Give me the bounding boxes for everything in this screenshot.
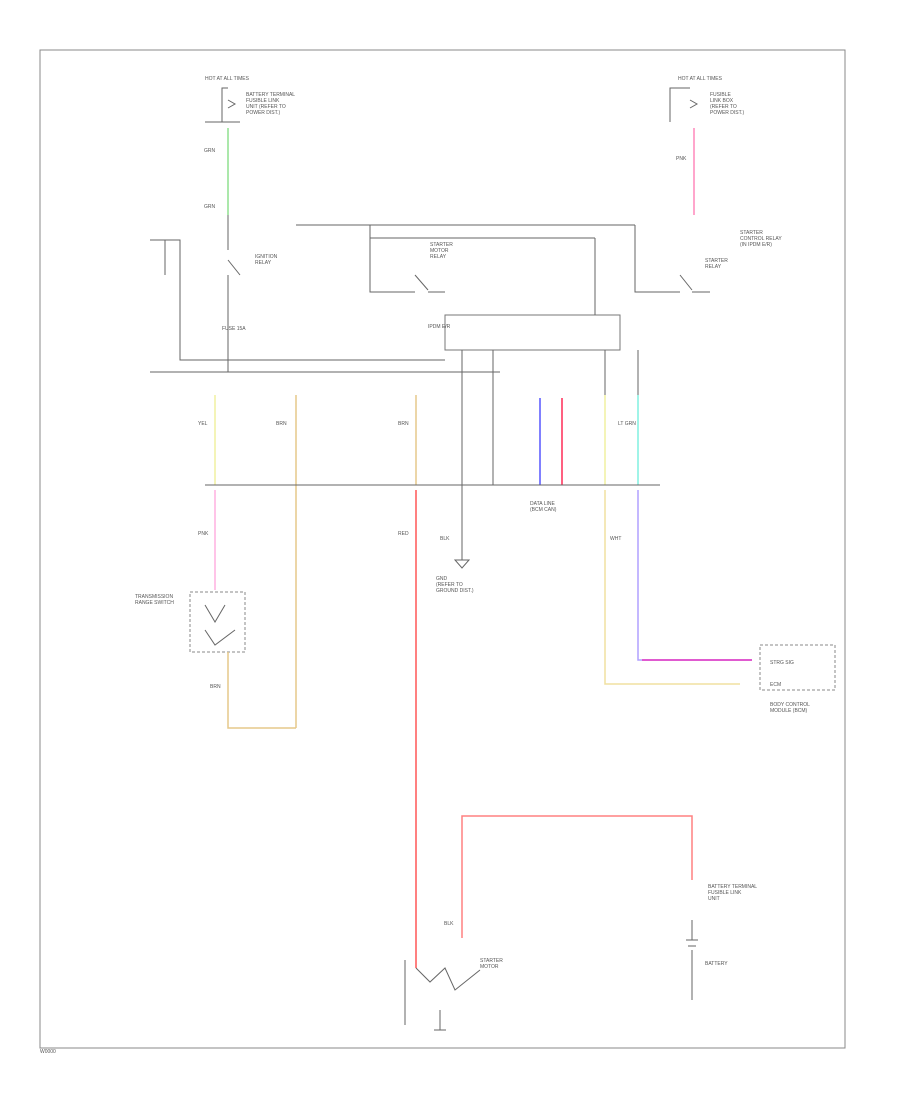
diagram-frame (39, 49, 846, 1049)
wire-label-pnk-tr: PNK (676, 156, 687, 162)
wire-tan-loop (227, 652, 296, 729)
strg-signal-label: STRG SIG (770, 660, 794, 666)
footer-code: W0000 (40, 1049, 56, 1055)
battery-label: BATTERY (705, 961, 728, 967)
wire-label-brn-loop: BRN (210, 684, 221, 690)
wire-label-wht-right: WHT (610, 536, 621, 542)
ipdm-label: IPDM E/R (428, 324, 451, 330)
data-link-label: DATA LINE(BCM CAN) (530, 501, 557, 513)
ecm-label: ECM (770, 682, 781, 688)
fuse-label-mid: FUSE 15A (222, 326, 246, 332)
wire-label-grn-1: GRN (204, 148, 216, 154)
wire-yellow-to-bcm (604, 490, 740, 685)
wire-label-lg-right: LT GRN (618, 421, 636, 427)
wire-label-blk-center: BLK (440, 536, 450, 542)
wire-label-blk-starter: BLK (444, 921, 454, 927)
wire-label-grn-2: GRN (204, 204, 216, 210)
wire-label-brn-center: BRN (398, 421, 409, 427)
wire-label-brn-left: BRN (276, 421, 287, 427)
wire-label-pnk-lower: PNK (198, 531, 209, 537)
wire-violet-to-bcm (637, 490, 750, 661)
wire-red-battery (461, 815, 693, 938)
wire-label-yel-left: YEL (198, 421, 208, 427)
ipdm-module: IPDM E/R (428, 238, 621, 351)
hot-label-top-right: HOT AT ALL TIMES (678, 76, 723, 82)
hot-label-top-left: HOT AT ALL TIMES (205, 76, 250, 82)
wire-label-red-long: RED (398, 531, 409, 537)
